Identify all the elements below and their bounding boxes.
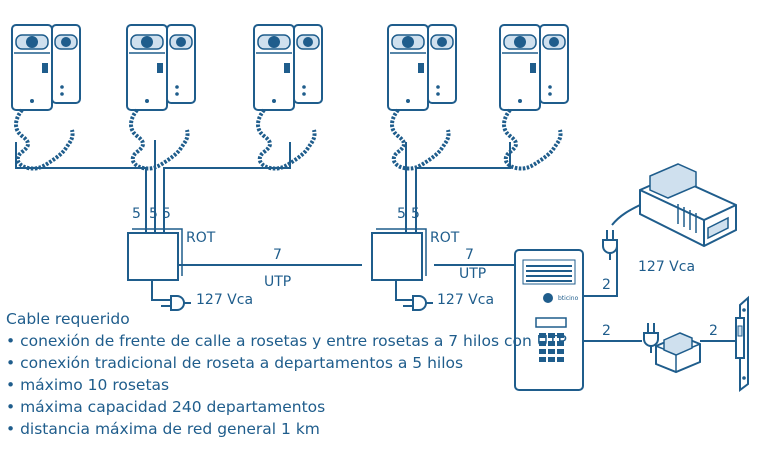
notes-item: distancia máxima de red general 1 km	[6, 418, 526, 440]
panel-brand-mark: bticino	[558, 295, 579, 302]
wire-count-5: 5	[149, 206, 158, 222]
transformer	[655, 332, 701, 374]
wire-count-5: 5	[162, 206, 171, 222]
utp-label: UTP	[459, 266, 486, 282]
wire-count-5: 5	[397, 206, 406, 222]
electric-strike-lock	[735, 295, 749, 392]
panel-display	[535, 317, 567, 328]
rosette-power-feed-2	[395, 280, 412, 301]
wire-count-5: 5	[132, 206, 141, 222]
power-supply-cable	[583, 245, 618, 297]
notes-item: máximo 10 rosetas	[6, 374, 526, 396]
rosette-box-1	[127, 228, 183, 281]
five-wire-cables-group-2	[405, 142, 511, 232]
notes-heading: Cable requerido	[6, 310, 130, 328]
apartment-handset-3	[252, 23, 324, 171]
wire-count-7: 7	[273, 247, 282, 263]
voltage-label: 127 Vca	[638, 259, 695, 275]
voltage-label: 127 Vca	[437, 292, 494, 308]
apartment-handset-2	[125, 23, 197, 171]
apartment-handset-1	[10, 23, 82, 171]
wire-count-2: 2	[602, 277, 611, 293]
notes-item: conexión de frente de calle a rosetas y …	[6, 330, 567, 352]
wire-count-2: 2	[709, 323, 718, 339]
wire-count-5: 5	[411, 206, 420, 222]
notes-item: máxima capacidad 240 departamentos	[6, 396, 526, 418]
rosette-label: ROT	[430, 230, 460, 246]
rosette-power-feed-1	[151, 280, 170, 301]
apartment-handset-4	[386, 23, 458, 171]
five-wire-cables-group-1	[15, 140, 291, 232]
cable-requirements: Cable requerido conexión de frente de ca…	[6, 308, 567, 440]
power-supply-unit	[639, 163, 737, 248]
rosette-box-2	[371, 228, 427, 281]
voltage-label: 127 Vca	[196, 292, 253, 308]
wire-count-2: 2	[602, 323, 611, 339]
wire-count-7: 7	[465, 247, 474, 263]
camera-lens-icon	[543, 293, 553, 303]
street-door-panel: bticino	[514, 249, 584, 391]
utp-label: UTP	[264, 274, 291, 290]
notes-item: conexión tradicional de roseta a departa…	[6, 352, 526, 374]
plug-icon	[602, 229, 618, 261]
rosette-label: ROT	[186, 230, 216, 246]
